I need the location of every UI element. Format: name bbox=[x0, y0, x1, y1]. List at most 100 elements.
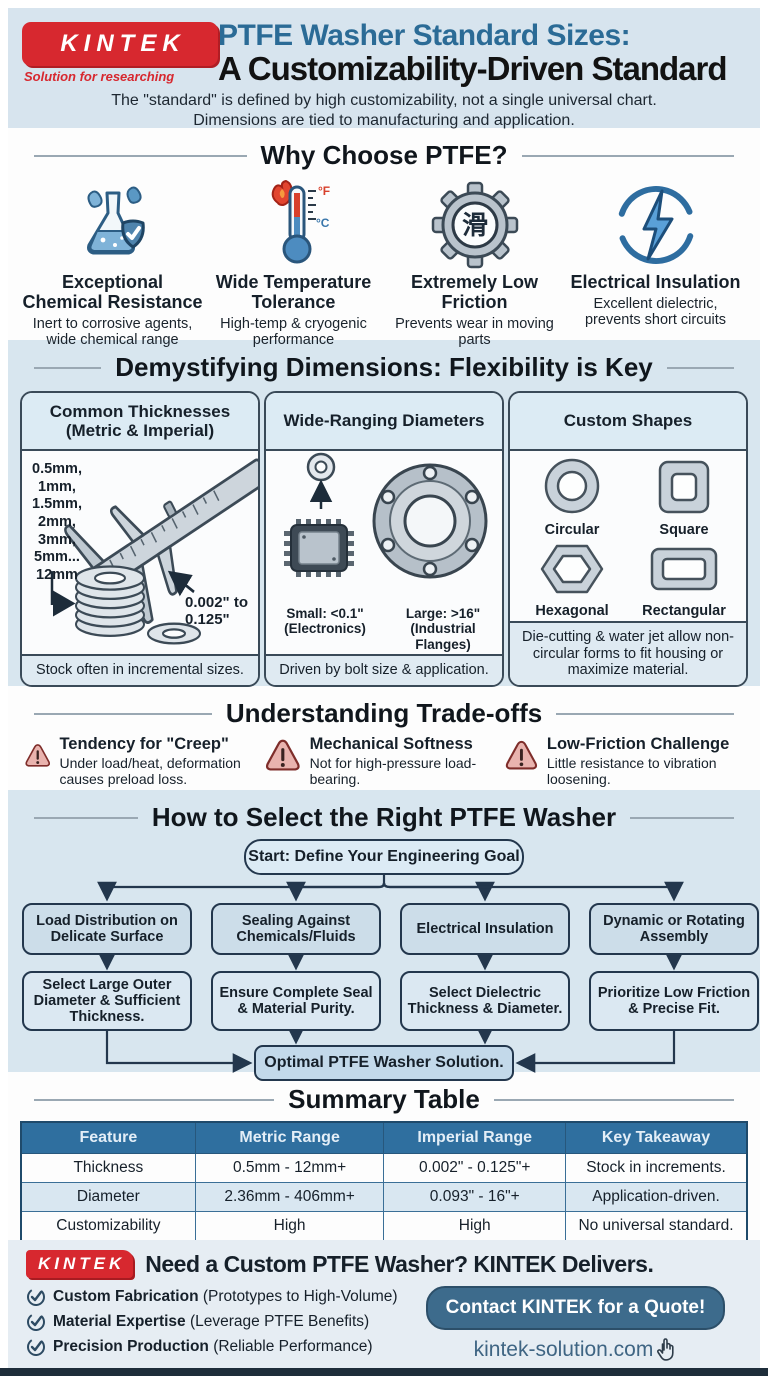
table-row: Customizability High High No universal s… bbox=[20, 1211, 748, 1242]
warning-icon bbox=[25, 744, 51, 767]
checklist-item: Material Expertise (Leverage PTFE Benefi… bbox=[26, 1309, 409, 1334]
col-header: Key Takeaway bbox=[564, 1121, 748, 1154]
shape-rectangular: Rectangular bbox=[628, 538, 740, 619]
page-title-main: A Customizability-Driven Standard bbox=[218, 49, 728, 87]
page-subtitle: The "standard" is defined by high custom… bbox=[22, 91, 746, 131]
tradeoff-low-friction: Low-Friction Challenge Little resistance… bbox=[504, 735, 744, 787]
card-subtitle: (Metric & Imperial) bbox=[65, 421, 215, 440]
table-row: Thickness 0.5mm - 12mm+ 0.002" - 0.125"+… bbox=[20, 1153, 748, 1183]
tradeoff-desc: Not for high-pressure load-bearing. bbox=[309, 755, 477, 788]
section-summary-table: Summary Table Feature Metric Range Imper… bbox=[8, 1072, 760, 1242]
benefit-electrical-insulation: Electrical Insulation Excellent dielectr… bbox=[565, 179, 746, 349]
checklist-rest: (Leverage PTFE Benefits) bbox=[185, 1313, 370, 1331]
imperial-range-annotation: 0.002" to 0.125" bbox=[185, 593, 248, 629]
check-circle-icon bbox=[27, 1287, 45, 1306]
shape-label: Hexagonal bbox=[535, 603, 609, 619]
gear-icon: 滑 bbox=[384, 179, 565, 271]
cell-imperial: 0.002" - 0.125"+ bbox=[383, 1153, 566, 1183]
card-footer-note: Die-cutting & water jet allow non-circul… bbox=[510, 620, 746, 685]
flask-shield-icon bbox=[22, 179, 203, 271]
flow-goal-electrical: Electrical Insulation bbox=[400, 903, 570, 955]
benefit-desc: Inert to corrosive agents, wide chemical… bbox=[32, 315, 193, 349]
warning-icon bbox=[265, 739, 300, 771]
card-footer-note: Stock often in incremental sizes. bbox=[22, 654, 258, 685]
section-why-choose-ptfe: Why Choose PTFE? Exceptional Chemical Re… bbox=[8, 128, 760, 348]
benefit-chemical-resistance: Exceptional Chemical Resistance Inert to… bbox=[22, 179, 203, 349]
shape-circular: Circular bbox=[516, 457, 628, 538]
lightning-icon bbox=[565, 179, 746, 271]
checklist-item: Precision Production (Reliable Performan… bbox=[26, 1334, 409, 1359]
cell-metric: 2.36mm - 406mm+ bbox=[194, 1182, 385, 1212]
benefit-desc: Excellent dielectric, prevents short cir… bbox=[584, 295, 727, 329]
check-circle-icon bbox=[27, 1337, 45, 1356]
cell-imperial: 0.093" - 16"+ bbox=[383, 1182, 566, 1212]
card-diameters: Wide-Ranging Diameters bbox=[264, 391, 504, 687]
col-header: Feature bbox=[20, 1121, 196, 1154]
chip-flange-illustration bbox=[284, 452, 488, 579]
website-text[interactable]: kintek-solution.com bbox=[473, 1338, 654, 1361]
cell-takeaway: Stock in increments. bbox=[564, 1153, 748, 1183]
flowchart: Start: Define Your Engineering Goal Load… bbox=[8, 839, 760, 1087]
small-diameter-label: Small: <0.1" (Electronics) bbox=[284, 605, 366, 637]
shape-label: Circular bbox=[544, 522, 600, 538]
caliper-washers-illustration bbox=[50, 458, 258, 645]
section-dimensions: Demystifying Dimensions: Flexibility is … bbox=[8, 340, 760, 687]
cell-imperial: High bbox=[383, 1211, 566, 1242]
col-header: Imperial Range bbox=[383, 1121, 566, 1154]
cell-takeaway: No universal standard. bbox=[564, 1211, 748, 1242]
tradeoff-title: Mechanical Softness bbox=[309, 735, 473, 753]
checklist-bold: Precision Production bbox=[53, 1338, 209, 1356]
card-common-thicknesses: Common Thicknesses (Metric & Imperial) bbox=[20, 391, 260, 687]
checklist-bold: Material Expertise bbox=[53, 1313, 186, 1331]
celsius-label: °C bbox=[316, 216, 330, 230]
card-title: Custom Shapes bbox=[563, 411, 693, 431]
card-custom-shapes: Custom Shapes Circular bbox=[508, 391, 748, 687]
page-title-accent: PTFE Washer Standard Sizes: bbox=[218, 19, 631, 52]
hexagonal-washer-icon bbox=[540, 544, 604, 594]
tradeoff-desc: Little resistance to vibration loosening… bbox=[546, 755, 717, 788]
table-row: Diameter 2.36mm - 406mm+ 0.093" - 16"+ A… bbox=[20, 1182, 748, 1212]
section-flowchart: How to Select the Right PTFE Washer bbox=[8, 790, 760, 1081]
contact-cta-button[interactable]: Contact KINTEK for a Quote! bbox=[425, 1286, 726, 1330]
section-title: Understanding Trade-offs bbox=[34, 698, 734, 729]
circular-washer-icon bbox=[544, 458, 600, 514]
cell-feature: Customizability bbox=[20, 1211, 196, 1242]
section-title: Demystifying Dimensions: Flexibility is … bbox=[34, 352, 734, 383]
footer-checklist: Custom Fabrication (Prototypes to High-V… bbox=[26, 1284, 409, 1362]
card-footer-note: Driven by bolt size & application. bbox=[266, 654, 502, 685]
checklist-bold: Custom Fabrication bbox=[53, 1288, 199, 1305]
footer-headline: Need a Custom PTFE Washer? KINTEK Delive… bbox=[145, 1250, 654, 1277]
benefit-low-friction: 滑 Extremely Low Friction Prevents wear i… bbox=[384, 179, 565, 349]
shape-label: Rectangular bbox=[642, 603, 726, 619]
benefit-desc: High-temp & cryogenic performance bbox=[220, 315, 367, 349]
shape-square: Square bbox=[628, 457, 740, 538]
checklist-item: Custom Fabrication (Prototypes to High-V… bbox=[26, 1284, 409, 1309]
subtitle-line-2: Dimensions are tied to manufacturing and… bbox=[193, 112, 575, 130]
cell-takeaway: Application-driven. bbox=[564, 1182, 748, 1212]
card-title: Common Thicknesses bbox=[49, 401, 231, 421]
thermometer-icon: °F °C bbox=[203, 179, 384, 271]
footer: KINTEK Need a Custom PTFE Washer? KINTEK… bbox=[8, 1240, 760, 1368]
table-header-row: Feature Metric Range Imperial Range Key … bbox=[20, 1121, 748, 1154]
website-link[interactable]: kintek-solution.com bbox=[474, 1338, 678, 1362]
kintek-logo: KINTEK bbox=[22, 22, 218, 66]
tradeoff-creep: Tendency for "Creep" Under load/heat, de… bbox=[24, 735, 264, 787]
cell-metric: High bbox=[194, 1211, 385, 1242]
logo-tagline: Solution for researching bbox=[24, 69, 175, 84]
benefit-title: Exceptional Chemical Resistance bbox=[22, 272, 203, 312]
benefit-title: Extremely Low Friction bbox=[410, 272, 539, 312]
square-washer-icon bbox=[658, 460, 710, 514]
warning-icon bbox=[505, 740, 538, 770]
checklist-rest: (Reliable Performance) bbox=[208, 1338, 373, 1356]
flow-connectors bbox=[97, 875, 684, 1073]
flow-goal-load-distribution: Load Distribution on Delicate Surface bbox=[22, 903, 192, 955]
card-title: Wide-Ranging Diameters bbox=[283, 411, 485, 431]
large-diameter-label: Large: >16" (Industrial Flanges) bbox=[405, 605, 481, 652]
tradeoff-title: Low-Friction Challenge bbox=[546, 735, 730, 753]
bottom-bar bbox=[0, 1368, 768, 1376]
flow-goal-sealing: Sealing Against Chemicals/Fluids bbox=[211, 903, 381, 955]
shape-label: Square bbox=[659, 522, 709, 538]
section-title: How to Select the Right PTFE Washer bbox=[34, 802, 734, 833]
hand-cursor-icon bbox=[657, 1338, 674, 1361]
